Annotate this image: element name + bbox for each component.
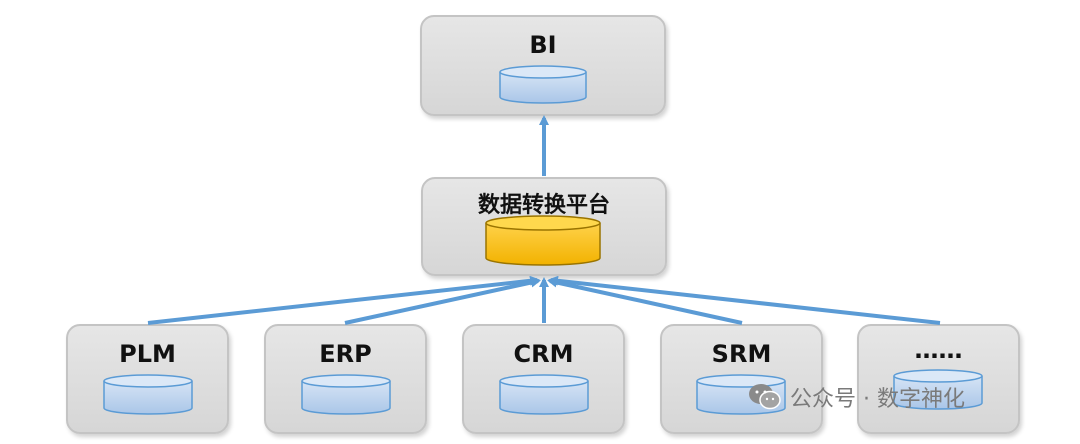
bi-label: BI [529,31,557,59]
source-label-erp: ERP [319,340,372,368]
source-label-crm: CRM [513,340,574,368]
erp-database-icon [301,374,391,415]
source-label-more: …… [914,336,963,364]
bi-database-icon [499,65,587,104]
arrow-erp-to-platform [344,277,541,325]
plm-database-icon [103,374,193,415]
arrow-more-to-platform [548,275,941,325]
crm-database-icon [499,374,589,415]
platform-database-icon [485,215,601,266]
transform-platform-label: 数据转换平台 [477,193,610,218]
watermark: 公众号 · 数字神化 [748,381,965,413]
arrow-plm-to-platform [147,275,540,325]
more-database-icon [893,369,983,410]
arrow-srm-to-platform [547,277,743,325]
wechat-icon [749,384,781,410]
source-label-plm: PLM [119,340,176,368]
watermark-text: 公众号 · 数字神化 [790,387,965,412]
source-label-srm: SRM [711,340,772,368]
